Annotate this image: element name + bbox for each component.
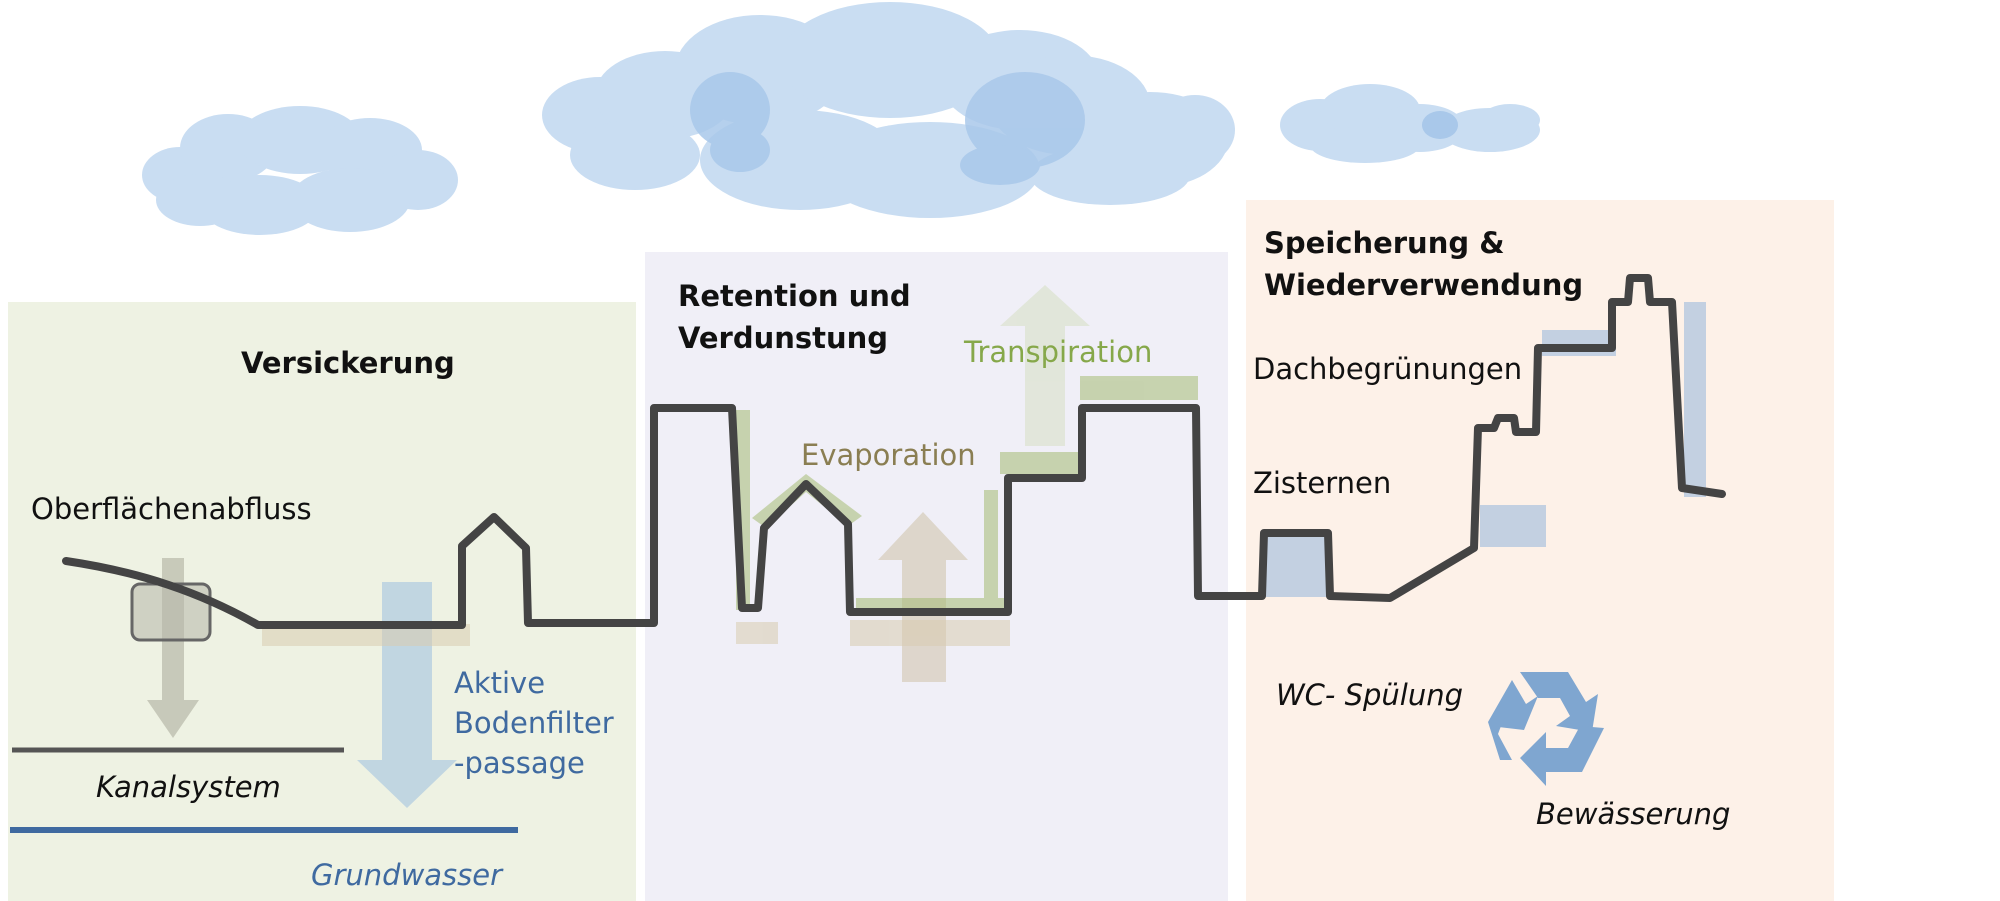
cloud-overlap-highlight [690, 72, 1085, 185]
transpiration-label: Transpiration [964, 335, 1153, 369]
soil-filter-label-line1: Aktive [454, 666, 546, 700]
soil-filter-label-line3: -passage [454, 746, 585, 780]
arrow-down-icon [357, 582, 457, 808]
cloud-overlap-highlight [1422, 111, 1458, 139]
zone-title-retention-line1: Retention und [678, 279, 911, 313]
storage-highlight [1265, 302, 1706, 597]
recycle-icon [1488, 672, 1604, 786]
ground-highlight [262, 620, 1010, 646]
arrow-up-icon [1000, 285, 1090, 446]
zone-versickerung-bg [8, 302, 636, 901]
cloud-icon [142, 106, 458, 235]
city-skyline-line [62, 274, 1726, 629]
zone-speicherung-bg [1246, 200, 1834, 901]
runoff-label: Oberflächenabfluss [31, 492, 312, 526]
zone-title-retention-line2: Verdunstung [678, 321, 889, 355]
green-roofs-label: Dachbegrünungen [1253, 352, 1523, 386]
zone-title-speicherung-line2: Wiederverwendung [1264, 268, 1584, 302]
zone-title-versickerung: Versickerung [241, 346, 455, 380]
evaporation-label: Evaporation [801, 438, 976, 472]
zone-title-speicherung-line1: Speicherung & [1264, 226, 1505, 260]
groundwater-label: Grundwasser [311, 858, 503, 892]
sewer-label: Kanalsystem [96, 770, 281, 804]
cisterns-label: Zisternen [1253, 466, 1392, 500]
soil-filter-label-line2: Bodenfilter [454, 706, 614, 740]
wc-flush-label: WC- Spülung [1276, 678, 1464, 712]
cloud-icon [542, 2, 1235, 218]
irrigation-label: Bewässerung [1536, 797, 1731, 831]
cloud-icon [1280, 84, 1540, 163]
